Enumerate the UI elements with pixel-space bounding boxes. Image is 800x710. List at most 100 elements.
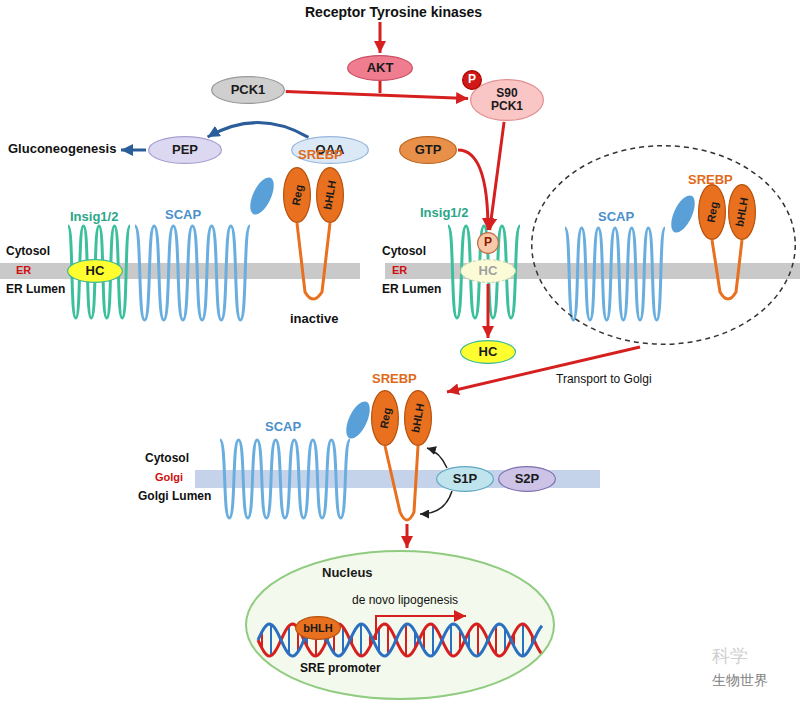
connector-arrow — [208, 123, 309, 138]
node-ellipse — [729, 185, 756, 240]
srebp-chain — [297, 223, 330, 299]
helix — [68, 226, 130, 318]
node-text: HC — [86, 264, 105, 278]
domain-oval: Reg — [371, 390, 399, 446]
golgi-membrane — [195, 470, 600, 488]
domain-oval: bHLH — [316, 167, 344, 223]
figure-label: ER Lumen — [382, 283, 441, 297]
cholesterol-ellipse: HC — [460, 259, 516, 283]
membrane-helices — [68, 226, 665, 518]
base-pair — [360, 624, 362, 656]
cleavage-arrow — [420, 491, 452, 514]
node-outline — [531, 145, 796, 345]
cholesterol-ellipse: HC — [460, 340, 516, 364]
scap-lobe — [341, 398, 374, 442]
node-ellipse — [284, 168, 311, 223]
transcription-arrow — [376, 616, 466, 640]
node-ellipse — [699, 185, 726, 240]
connector-arrow — [490, 122, 504, 230]
helix — [565, 228, 665, 320]
node-text: Nucleus — [322, 566, 373, 580]
node-text: AKT — [367, 61, 394, 75]
domain-oval: bHLH — [728, 184, 756, 240]
node-ellipse — [212, 77, 285, 104]
figure-label: 生物世界 — [712, 672, 768, 688]
node-ellipse — [463, 71, 482, 90]
node-ellipse — [461, 341, 516, 364]
figure-label: Golgi Lumen — [138, 490, 211, 504]
base-pair — [387, 626, 389, 654]
metabolite-ellipse: PEP — [148, 136, 222, 164]
scap-lobe — [666, 192, 699, 236]
node-text: P — [484, 236, 492, 249]
enzyme-ellipse: S90 PCK1 — [470, 79, 544, 121]
figure-label: 科学 — [712, 646, 748, 667]
connector-arrow — [487, 284, 490, 338]
er-membrane — [0, 263, 360, 279]
node-ellipse — [405, 391, 432, 446]
base-pair — [522, 624, 524, 656]
figure-label: inactive — [290, 312, 338, 327]
node-outline — [245, 550, 555, 700]
phospho-circle: P — [477, 232, 499, 254]
node-ellipse — [471, 80, 544, 121]
base-pair — [342, 627, 344, 653]
scap-lobe — [245, 174, 278, 218]
protease-ellipse: S2P — [498, 466, 556, 492]
node-ellipse — [478, 233, 499, 254]
node-text: S1P — [453, 472, 478, 486]
base-pair — [495, 626, 497, 654]
domain-oval: bHLH — [295, 616, 341, 640]
dashed-region: SCAPSREBPRegbHLH — [531, 145, 796, 345]
figure-label: ER — [392, 264, 407, 277]
node-ellipse — [246, 551, 554, 699]
node-ellipse — [461, 260, 516, 283]
node-text: PEP — [172, 143, 198, 157]
figure-label: SRE promoter — [300, 662, 381, 676]
node-text: HC — [479, 264, 498, 278]
enzyme-ellipse: PCK1 — [211, 76, 285, 104]
base-pair — [477, 624, 479, 655]
cholesterol-ellipse: HC — [67, 259, 123, 283]
signal-arrow — [379, 22, 382, 53]
base-pair — [288, 626, 290, 654]
signal-line — [379, 81, 382, 93]
figure-label: Cytosol — [6, 245, 50, 259]
figure-label: SREBP — [372, 372, 417, 387]
node-text: S2P — [515, 472, 540, 486]
base-pair — [450, 625, 452, 655]
srebp-chain — [385, 446, 418, 520]
figure-label: SCAP — [165, 208, 201, 223]
srebp-chain — [712, 240, 742, 299]
domain-oval: Reg — [698, 184, 726, 240]
node-ellipse — [531, 146, 795, 345]
figure-label: Cytosol — [382, 245, 426, 259]
figure-label: Insig1/2 — [420, 206, 468, 221]
base-pair — [432, 625, 434, 655]
figure-label: de novo lipogenesis — [352, 594, 458, 608]
node-ellipse — [437, 467, 494, 492]
domain-oval: Reg — [283, 167, 311, 223]
kinase-ellipse: AKT — [347, 55, 413, 81]
node-ellipse — [149, 137, 222, 164]
helix — [448, 226, 520, 318]
node-ellipse — [372, 391, 399, 446]
node-ellipse — [292, 137, 369, 164]
node-ellipse — [499, 467, 556, 492]
figure-label: Cytosol — [145, 452, 189, 466]
base-pair — [405, 624, 407, 655]
figure-label: ER Lumen — [6, 283, 65, 297]
node-ellipse — [348, 56, 413, 81]
figure-label: SREBP — [298, 148, 343, 163]
phospho-circle: P — [462, 70, 482, 90]
node-ellipse — [296, 617, 341, 640]
node-ellipse — [317, 168, 344, 223]
node-ellipse — [400, 137, 457, 164]
helix — [135, 226, 250, 320]
cleavage-arrow — [427, 448, 447, 468]
figure-label: Transport to Golgi — [556, 373, 652, 387]
node-text: HC — [479, 345, 498, 359]
figure-label: Insig1/2 — [70, 210, 118, 225]
pathway-arrow — [121, 149, 146, 152]
